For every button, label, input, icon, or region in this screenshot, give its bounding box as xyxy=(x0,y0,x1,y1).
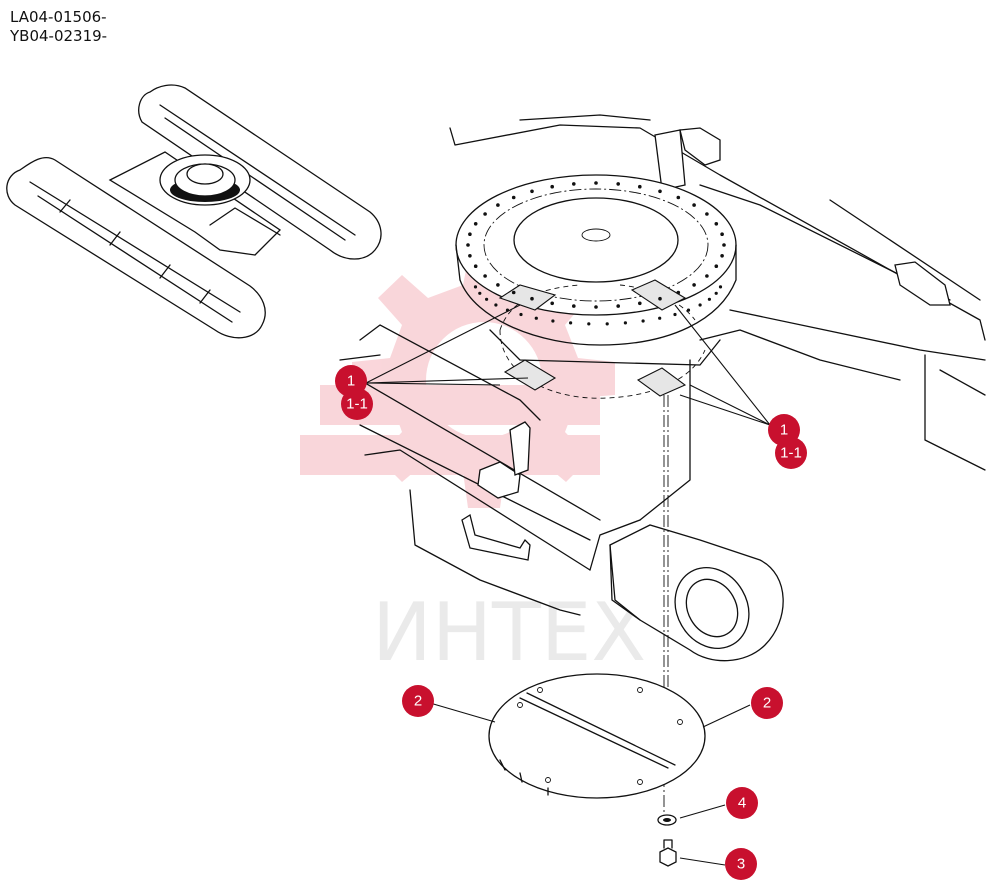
bolt-hole xyxy=(519,312,523,317)
bolt-hole xyxy=(496,283,500,287)
svg-text:1-1: 1-1 xyxy=(780,445,802,462)
bolt-hole xyxy=(705,274,709,278)
bolt-hole xyxy=(658,296,662,301)
swing-circle-bolt-holes xyxy=(466,181,726,326)
bolt-hole xyxy=(594,181,598,185)
bolt-hole xyxy=(473,285,478,289)
bolt-hole xyxy=(714,291,718,295)
bolt-hole xyxy=(483,274,487,278)
bolt-hole xyxy=(641,319,645,323)
bolt-hole xyxy=(698,303,702,307)
bolt-hole xyxy=(673,312,677,317)
bolt-hole xyxy=(511,290,516,295)
bolt xyxy=(659,839,677,867)
bolt-hole xyxy=(720,232,724,236)
track-assembly xyxy=(6,84,382,339)
bolt-hole xyxy=(550,184,554,189)
bolt-hole xyxy=(594,305,598,309)
bolt-hole xyxy=(530,296,534,301)
leader-lines xyxy=(365,304,771,866)
drawing-code-1: LA04-01506- xyxy=(10,8,107,26)
bolt-hole xyxy=(676,195,681,200)
bolt-hole xyxy=(707,297,712,301)
bolt-hole xyxy=(485,297,489,301)
bolt-hole xyxy=(572,304,576,308)
bolt-hole xyxy=(466,243,470,247)
bolt-hole xyxy=(714,222,719,226)
bolt-hole xyxy=(550,301,554,306)
svg-text:1: 1 xyxy=(347,373,355,390)
bolt-hole xyxy=(658,189,662,194)
bolt-hole xyxy=(494,303,498,307)
drawing-code-2: YB04-02319- xyxy=(10,27,108,45)
bolt-hole xyxy=(705,212,709,216)
bolt-hole xyxy=(530,189,534,194)
bolt-hole xyxy=(714,264,719,269)
bolt-hole xyxy=(692,203,696,207)
bolt-hole xyxy=(623,321,628,325)
bolt-hole xyxy=(638,301,642,306)
callout-1-1-right: 1-1 xyxy=(775,437,807,469)
bolt-hole xyxy=(658,316,662,320)
bolt-hole xyxy=(616,182,620,186)
callout-2-left: 2 xyxy=(402,685,434,717)
bolt-hole xyxy=(605,322,609,326)
bolt-hole xyxy=(511,195,516,200)
bolt-hole xyxy=(468,254,472,258)
callout-4: 4 xyxy=(726,787,758,819)
bolt-hole xyxy=(616,304,620,308)
bolt-hole xyxy=(572,182,576,186)
bolt-hole xyxy=(692,283,696,287)
bolt-hole xyxy=(676,290,681,295)
bolt-hole xyxy=(483,212,487,216)
svg-text:3: 3 xyxy=(737,856,745,873)
bolt-hole xyxy=(722,243,726,247)
svg-text:1: 1 xyxy=(780,422,788,439)
main-frame xyxy=(339,114,986,820)
bolt-hole xyxy=(720,254,724,258)
washer xyxy=(657,814,677,826)
bolt-hole xyxy=(718,285,723,289)
svg-text:4: 4 xyxy=(738,795,746,812)
bolt-hole xyxy=(473,222,478,226)
bolt-hole xyxy=(587,322,591,326)
bolt-hole xyxy=(473,264,478,269)
drawing-code-header: LA04-01506- YB04-02319- xyxy=(10,8,107,46)
callout-3: 3 xyxy=(725,848,757,880)
bolt-hole xyxy=(638,184,642,189)
svg-text:1-1: 1-1 xyxy=(346,396,368,413)
watermark-text: ИНТЕХ xyxy=(372,586,646,679)
bolt-hole xyxy=(478,291,482,295)
svg-text:2: 2 xyxy=(414,693,422,710)
bolt-hole xyxy=(468,232,472,236)
bolt-hole xyxy=(551,319,555,323)
callout-1-1-left: 1-1 xyxy=(341,388,373,420)
under-cover-plate xyxy=(488,673,706,799)
bolt-hole xyxy=(686,308,691,312)
svg-text:2: 2 xyxy=(763,695,771,712)
bolt-hole xyxy=(534,316,538,320)
bolt-hole xyxy=(569,321,573,325)
callout-2-right: 2 xyxy=(751,687,783,719)
bolt-hole xyxy=(496,203,500,207)
